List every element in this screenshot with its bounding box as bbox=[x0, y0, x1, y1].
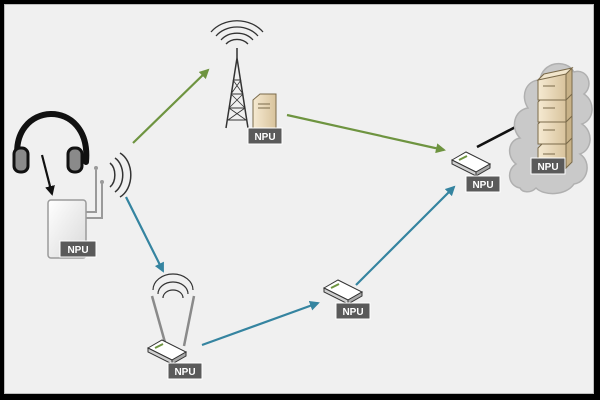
npu-label: NPU bbox=[254, 132, 275, 143]
network-switch-icon bbox=[322, 279, 364, 305]
npu-label: NPU bbox=[342, 307, 363, 318]
npu-label: NPU bbox=[174, 367, 195, 378]
link-device-to-router bbox=[125, 196, 164, 273]
link-device-to-tower bbox=[132, 68, 210, 144]
wifi-router-icon bbox=[146, 273, 196, 365]
headphones-icon bbox=[12, 111, 90, 174]
npu-badge-router: NPU bbox=[167, 362, 203, 380]
cell-tower-icon bbox=[210, 20, 277, 129]
npu-badge-tower: NPU bbox=[247, 127, 283, 145]
npu-badge-wearable: NPU bbox=[59, 240, 97, 258]
link-router-to-middle-switch bbox=[201, 301, 320, 347]
cloud-server-rack-icon bbox=[508, 62, 593, 195]
npu-badge-cloud: NPU bbox=[530, 157, 566, 175]
npu-label: NPU bbox=[537, 162, 558, 173]
network-switch-icon bbox=[450, 151, 492, 177]
link-headphones-to-device bbox=[40, 154, 55, 196]
npu-label: NPU bbox=[472, 180, 493, 191]
npu-label: NPU bbox=[67, 245, 88, 256]
link-middle-to-edge-switch bbox=[355, 185, 456, 286]
npu-badge-edge-switch: NPU bbox=[465, 175, 501, 193]
npu-badge-middle-switch: NPU bbox=[335, 302, 371, 320]
link-tower-to-edge-switch bbox=[286, 113, 446, 154]
